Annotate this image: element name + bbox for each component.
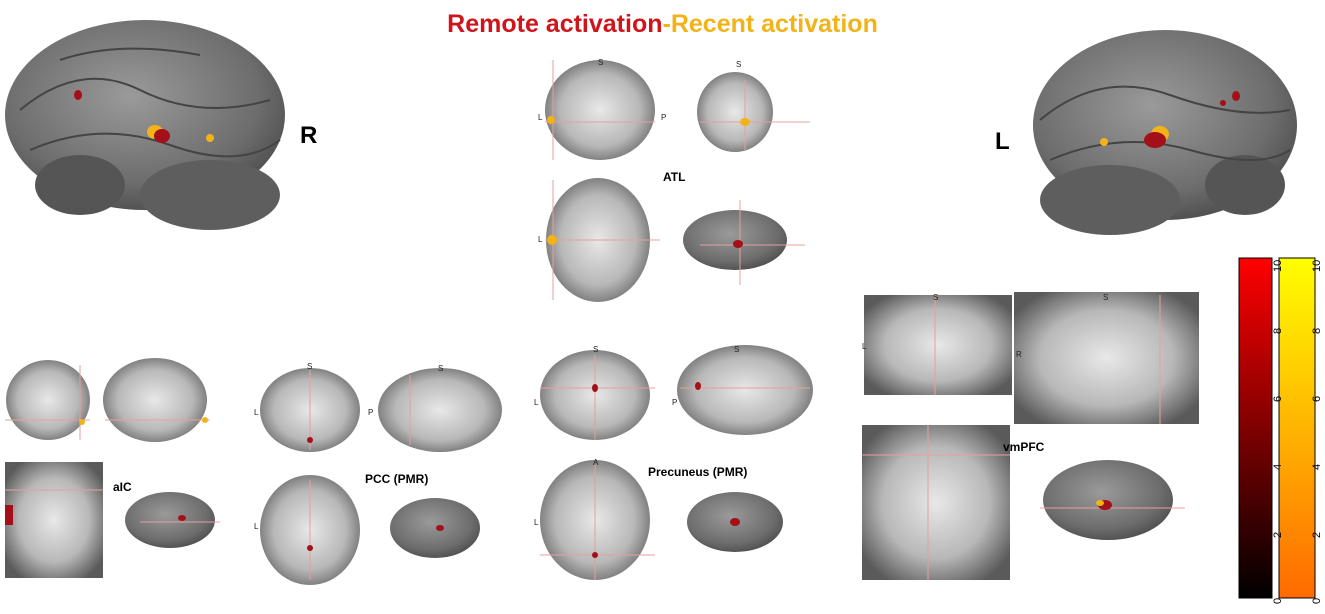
colorbar-recent-tick: 4 [1311,463,1323,470]
orientation-a-precuneus: A [593,458,599,467]
colorbar-remote-tick: 4 [1272,463,1284,470]
orientation-l-vmpfc: L [862,342,867,351]
brain-render-left [1033,30,1297,235]
panel-atl [545,60,810,302]
orientation-p-precuneus: P [672,398,678,407]
colorbar-recent-tick: 2 [1311,531,1323,538]
orientation-r-vmpfc: R [1016,350,1022,359]
orientation-l-pcc-axial: L [254,522,259,531]
orientation-l-pcc: L [254,408,259,417]
colorbar-recent [1278,257,1316,599]
orientation-s-precuneus: S [593,345,599,354]
title-recent: Recent activation [670,10,878,38]
orientation-s-precuneus-sagittal: S [734,345,740,354]
orientation-l-precuneus-axial: L [534,518,539,527]
orientation-s-atl-sagittal: S [736,60,742,69]
colorbar-remote-tick: 8 [1272,327,1284,334]
colorbar-recent-tick: 6 [1311,395,1323,402]
orientation-s-atl-coronal: S [598,58,604,67]
region-label-atl: ATL [663,170,686,184]
colorbar-recent-tick: 10 [1311,259,1323,272]
orientation-p-pcc: P [368,408,374,417]
panel-pcc [260,368,502,585]
orientation-s-vmpfc-sagittal: S [1103,293,1109,302]
panel-precuneus [540,345,813,580]
hemisphere-label-right: R [300,122,318,149]
orientation-l-precuneus: L [534,398,539,407]
orientation-p-atl: P [661,113,667,122]
colorbar-remote [1238,257,1273,599]
hemisphere-label-left: L [995,128,1010,155]
colorbar-remote-tick: 10 [1272,259,1284,272]
colorbar-remote-tick: 6 [1272,395,1284,402]
orientation-l-atl-coronal: L [538,113,543,122]
title-remote: Remote activation [447,10,663,38]
orientation-s-vmpfc: S [933,293,939,302]
colorbar-remote-tick: 0 [1272,597,1284,604]
panel-vmpfc [862,292,1199,580]
figure-title: Remote activation-Recent activation [0,10,1325,39]
colorbar-remote-tick: 2 [1272,531,1284,538]
brain-render-right [5,20,285,230]
region-label-precuneus: Precuneus (PMR) [648,465,748,479]
region-label-pcc: PCC (PMR) [365,472,429,486]
title-separator: - [662,10,671,38]
panel-aic [5,358,220,578]
orientation-s-pcc: S [307,362,313,371]
colorbar-recent-tick: 8 [1311,327,1323,334]
colorbar-recent-tick: 0 [1311,597,1323,604]
region-label-vmpfc: vmPFC [1003,440,1045,454]
orientation-s-pcc-sagittal: S [438,364,444,373]
region-label-aic: aIC [113,480,132,494]
orientation-l-atl-axial: L [538,235,543,244]
